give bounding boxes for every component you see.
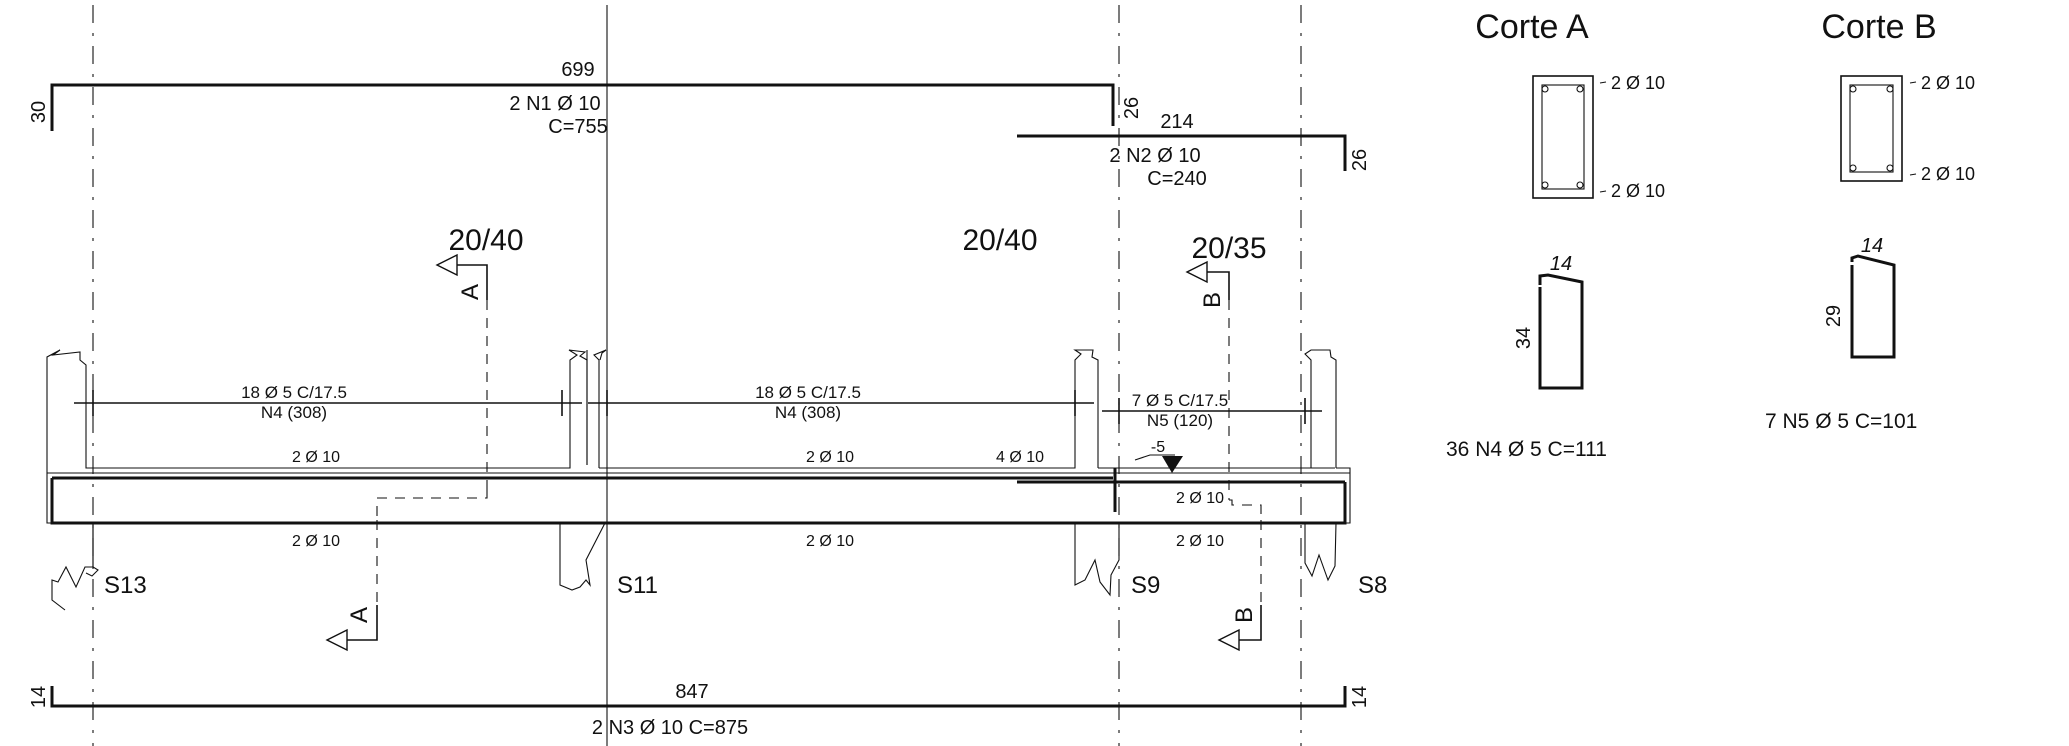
bar-n1: 699 30 26 2 N1 Ø 10 C=755 <box>28 59 1143 138</box>
top-inner-label-1: 2 Ø 10 <box>292 449 340 466</box>
bar-n2-label: 2 N2 Ø 10 <box>1109 145 1200 167</box>
stirrup-line-2: 18 Ø 5 C/17.5 N4 (308) <box>588 383 1094 422</box>
bottom-inner-label-3: 2 Ø 10 <box>1176 533 1224 550</box>
stirrup-2-qty: 18 Ø 5 C/17.5 <box>755 383 861 402</box>
top-inner-label-4: 2 Ø 10 <box>1176 490 1224 507</box>
bar-n1-label: 2 N1 Ø 10 <box>509 93 600 115</box>
level-mark: -5 <box>1134 439 1183 473</box>
stirrup-line-3: 7 Ø 5 C/17.5 N5 (120) <box>1102 391 1322 430</box>
bar-n1-right-hook: 26 <box>1121 97 1143 119</box>
stirrup-1-ref: N4 (308) <box>261 403 327 422</box>
span-section-2: 20/40 <box>962 224 1037 257</box>
section-b-bottom-bars: 2 Ø 10 <box>1921 164 1975 184</box>
bar-n3-left-hook: 14 <box>28 686 50 708</box>
section-marker-b-top: B <box>1185 260 1262 520</box>
bar-n1-left-hook: 30 <box>28 101 50 123</box>
cross-section-b: Corte B 2 Ø 10 2 Ø 10 14 29 7 N5 Ø 5 C=1… <box>1765 8 1975 433</box>
section-b-stirrup: 7 N5 Ø 5 C=101 <box>1765 410 1917 433</box>
stirrup-2-ref: N4 (308) <box>775 403 841 422</box>
section-marker-b-bottom-label: B <box>1231 607 1258 623</box>
level-mark-value: -5 <box>1151 439 1165 456</box>
section-a-title: Corte A <box>1475 8 1589 46</box>
stirrup-1-qty: 18 Ø 5 C/17.5 <box>241 383 347 402</box>
stirrup-line-1: 18 Ø 5 C/17.5 N4 (308) <box>74 383 582 422</box>
axis-lines <box>92 5 1302 746</box>
section-a-height: 34 <box>1513 327 1535 349</box>
bar-n2-right-hook: 26 <box>1349 149 1371 171</box>
section-marker-a-bottom: A <box>325 520 378 652</box>
section-b-height: 29 <box>1823 305 1845 327</box>
section-a-stirrup: 36 N4 Ø 5 C=111 <box>1446 438 1607 461</box>
top-inner-label-3: 4 Ø 10 <box>996 449 1044 466</box>
support-s8: S8 <box>1358 572 1387 599</box>
section-b-top-bars: 2 Ø 10 <box>1921 73 1975 93</box>
section-a-top-bars: 2 Ø 10 <box>1611 73 1665 93</box>
bar-n2-cut-length: C=240 <box>1147 168 1207 190</box>
bottom-inner-label-1: 2 Ø 10 <box>292 533 340 550</box>
cross-section-a: Corte A 2 Ø 10 2 Ø 10 14 34 36 N4 Ø 5 C=… <box>1446 8 1665 461</box>
bottom-inner-label-2: 2 Ø 10 <box>806 533 854 550</box>
bar-n3-length: 847 <box>675 681 708 703</box>
bar-n3-label: 2 N3 Ø 10 C=875 <box>592 717 748 739</box>
support-s13: S13 <box>104 572 147 599</box>
span-section-3: 20/35 <box>1191 232 1266 265</box>
section-marker-a-top-label: A <box>457 284 484 300</box>
support-s11: S11 <box>617 572 658 599</box>
bar-n3-right-hook: 14 <box>1349 686 1371 708</box>
top-inner-label-2: 2 Ø 10 <box>806 449 854 466</box>
bar-n2: 214 26 2 N2 Ø 10 C=240 <box>1017 111 1371 190</box>
span-section-1: 20/40 <box>448 224 523 257</box>
stirrup-3-ref: N5 (120) <box>1147 411 1213 430</box>
stirrup-3-qty: 7 Ø 5 C/17.5 <box>1132 391 1228 410</box>
bar-n2-length: 214 <box>1160 111 1193 133</box>
bar-n3: 847 14 14 2 N3 Ø 10 C=875 <box>28 681 1371 739</box>
section-b-hook: 14 <box>1861 235 1883 257</box>
section-marker-b-bottom: B <box>1217 520 1262 652</box>
section-a-bottom-bars: 2 Ø 10 <box>1611 181 1665 201</box>
section-b-title: Corte B <box>1821 8 1936 46</box>
bar-n1-cut-length: C=755 <box>548 116 608 138</box>
section-a-hook: 14 <box>1550 253 1572 275</box>
section-marker-b-top-label: B <box>1199 292 1226 308</box>
beam-outline <box>46 349 1351 611</box>
section-marker-a-top: A <box>376 253 488 520</box>
section-marker-a-bottom-label: A <box>346 607 373 623</box>
bar-n1-length: 699 <box>561 59 594 81</box>
support-s9: S9 <box>1131 572 1160 599</box>
